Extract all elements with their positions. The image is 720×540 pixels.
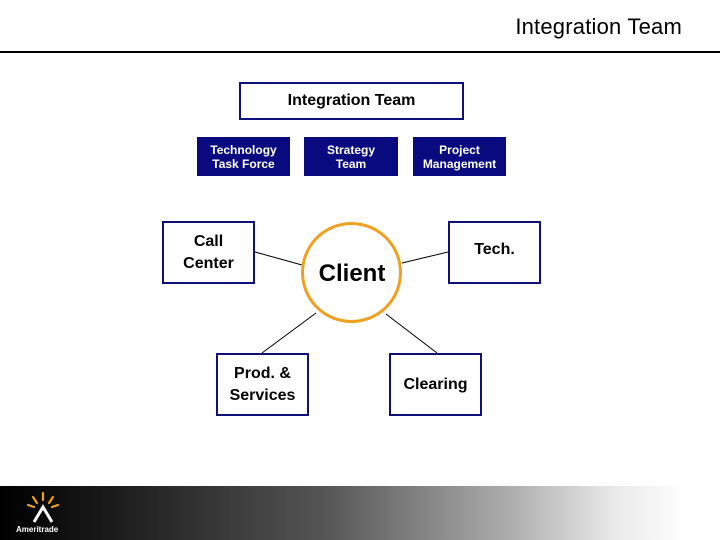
integration-team-box: Integration Team [239, 82, 464, 120]
team-strategy: Strategy Team [304, 137, 398, 176]
connector-tech [401, 251, 449, 264]
logo-wordmark: Ameritrade [16, 525, 59, 534]
clearing-box: Clearing [389, 353, 482, 416]
prod-services-box: Prod. & Services [216, 353, 309, 416]
client-circle [301, 222, 402, 323]
team-project-management: Project Management [413, 137, 506, 176]
ameritrade-logo-icon [26, 491, 60, 523]
slide-title: Integration Team [515, 14, 682, 39]
connector-call-center [254, 251, 303, 266]
title-divider [0, 51, 720, 53]
client-label: Client [318, 260, 386, 287]
team-technology-task-force: Technology Task Force [197, 137, 290, 176]
tech-box: Tech. [448, 221, 541, 284]
connector-prod-services [261, 312, 317, 354]
call-center-box: Call Center [162, 221, 255, 284]
connector-clearing [385, 313, 438, 354]
footer-band [0, 486, 720, 540]
